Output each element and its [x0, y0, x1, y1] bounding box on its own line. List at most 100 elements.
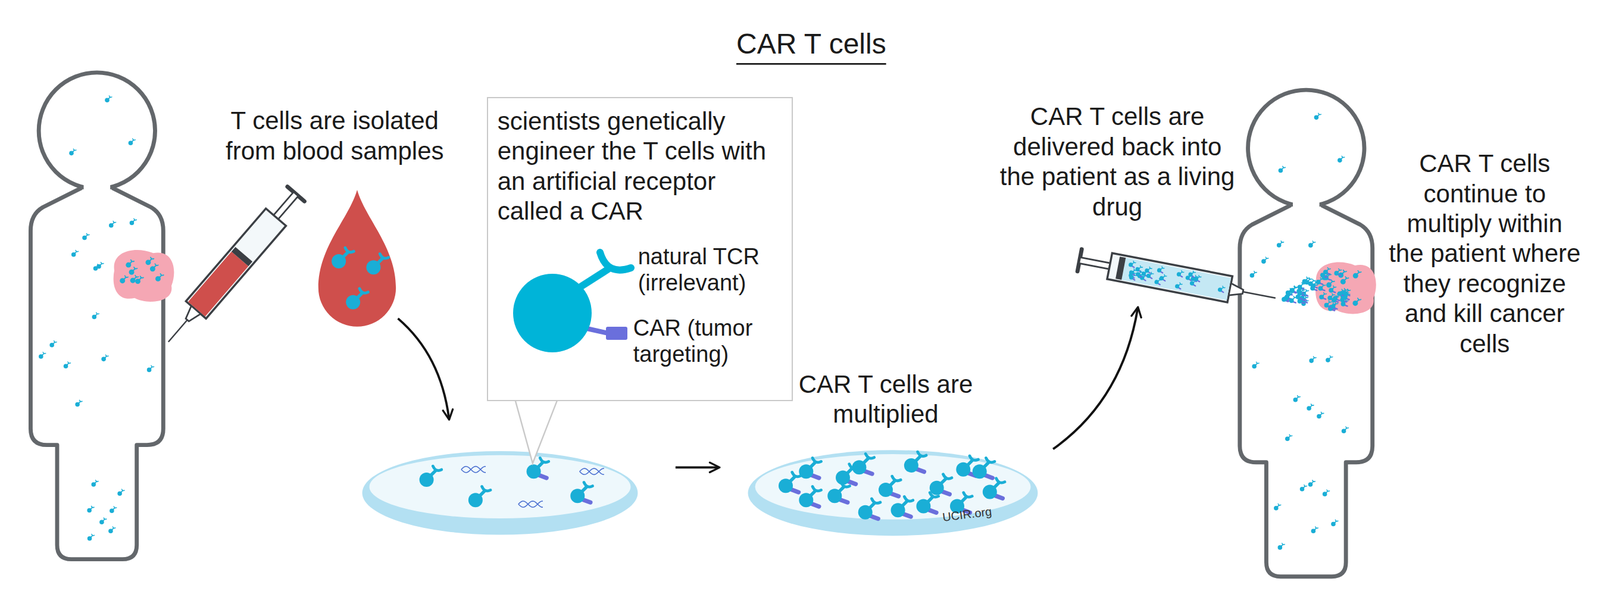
cell-body [91, 482, 96, 487]
t-cell [1318, 283, 1326, 291]
tcr-cup [1335, 519, 1339, 521]
tcr-cup [812, 486, 821, 491]
tcr-cup [600, 252, 631, 271]
t-cell [891, 497, 914, 518]
tcr-cup [1333, 285, 1337, 287]
t-cell [117, 489, 125, 496]
tcr-cup [1254, 271, 1258, 273]
car-stalk [586, 328, 609, 334]
car-receptor [1319, 283, 1323, 285]
step-label: CAR T cells are delivered back into the … [992, 101, 1243, 223]
cell-body [1188, 272, 1193, 277]
tcr-cup [1337, 294, 1341, 296]
tcr-cup [432, 466, 442, 471]
t-cell [145, 257, 155, 265]
cell-body [1285, 436, 1290, 442]
tcr-cup [1282, 166, 1286, 168]
t-cell [1261, 257, 1269, 264]
syringe-tip [1228, 283, 1245, 298]
tcr-cup [1357, 298, 1361, 300]
t-cell [129, 267, 138, 275]
t-cell [1156, 266, 1165, 274]
t-cell [130, 275, 139, 284]
tcr-cup [133, 218, 137, 220]
tcr-cup [1149, 267, 1153, 270]
car-receptor [1302, 300, 1305, 302]
cell-body [331, 254, 346, 269]
cell-body [916, 499, 931, 514]
t-cell [1323, 273, 1331, 280]
cell-body [1293, 397, 1299, 403]
car-receptor [1344, 305, 1348, 307]
t-cell [1333, 269, 1342, 276]
cell-body [345, 295, 361, 310]
car-receptor [790, 489, 799, 493]
tcr-cup [1140, 270, 1144, 273]
t-cell [96, 262, 104, 270]
cell-body [1326, 282, 1332, 288]
t-cell [1306, 404, 1314, 411]
head-outline [38, 72, 155, 189]
tcr-cup [1327, 267, 1331, 270]
cell-body [1342, 295, 1348, 300]
car-receptor [1293, 292, 1296, 294]
t-cell [1352, 270, 1362, 279]
cell-body [49, 342, 55, 348]
tcr-cup [1320, 411, 1324, 414]
tcr-cup [1222, 286, 1226, 289]
t-cell [982, 478, 1005, 500]
tcr-cup [100, 262, 104, 264]
t-cell [1323, 267, 1331, 275]
car-receptor [1314, 289, 1317, 291]
t-cell [150, 263, 159, 272]
tcr-stalk [578, 269, 609, 289]
tcr-cup [151, 365, 155, 367]
cell-body [982, 485, 998, 500]
car-receptor [1327, 279, 1331, 281]
car-receptor [811, 475, 820, 478]
cell-body [1340, 279, 1346, 285]
t-cell [1331, 295, 1339, 303]
t-cell [1217, 285, 1225, 293]
t-cell [1342, 292, 1350, 300]
tcr-cup [1343, 270, 1347, 273]
t-cell [835, 464, 858, 486]
tcr-cup [904, 497, 913, 502]
tcr-cup [1305, 289, 1309, 291]
tcr-cup [1312, 480, 1316, 482]
cell-body [1324, 302, 1330, 308]
t-cell [1342, 289, 1350, 296]
dish-rim [748, 450, 1039, 536]
tcr-cup [42, 352, 46, 354]
cell-body [1328, 288, 1334, 293]
t-cell [92, 312, 100, 320]
cell-body [155, 276, 161, 282]
tcr-cup [917, 451, 927, 456]
tcr-label: natural TCR (irrelevant) [638, 244, 781, 296]
cell-body [1127, 262, 1133, 268]
t-cell [129, 218, 137, 225]
car-receptor [928, 510, 937, 514]
tcr-cup [792, 472, 801, 477]
flow-arrow [398, 318, 450, 419]
tcr-cup [1345, 276, 1349, 279]
cell-body [1278, 168, 1284, 174]
car-receptor [538, 475, 547, 478]
plunger-stopper [231, 247, 253, 267]
cell-body [1319, 294, 1324, 300]
t-cell [827, 482, 850, 504]
t-cell [1284, 292, 1292, 299]
needle [168, 320, 188, 343]
cell-body [147, 367, 152, 373]
tcr-cup [108, 95, 112, 98]
car-receptor [864, 470, 873, 474]
t-cell [1278, 166, 1286, 173]
cell-body [117, 491, 123, 496]
t-cell [1308, 480, 1316, 487]
tcr-cup [75, 250, 79, 252]
t-cell [1322, 489, 1330, 497]
t-cell [778, 472, 801, 493]
tcr-cup [1325, 270, 1328, 273]
t-cell [1316, 277, 1324, 284]
